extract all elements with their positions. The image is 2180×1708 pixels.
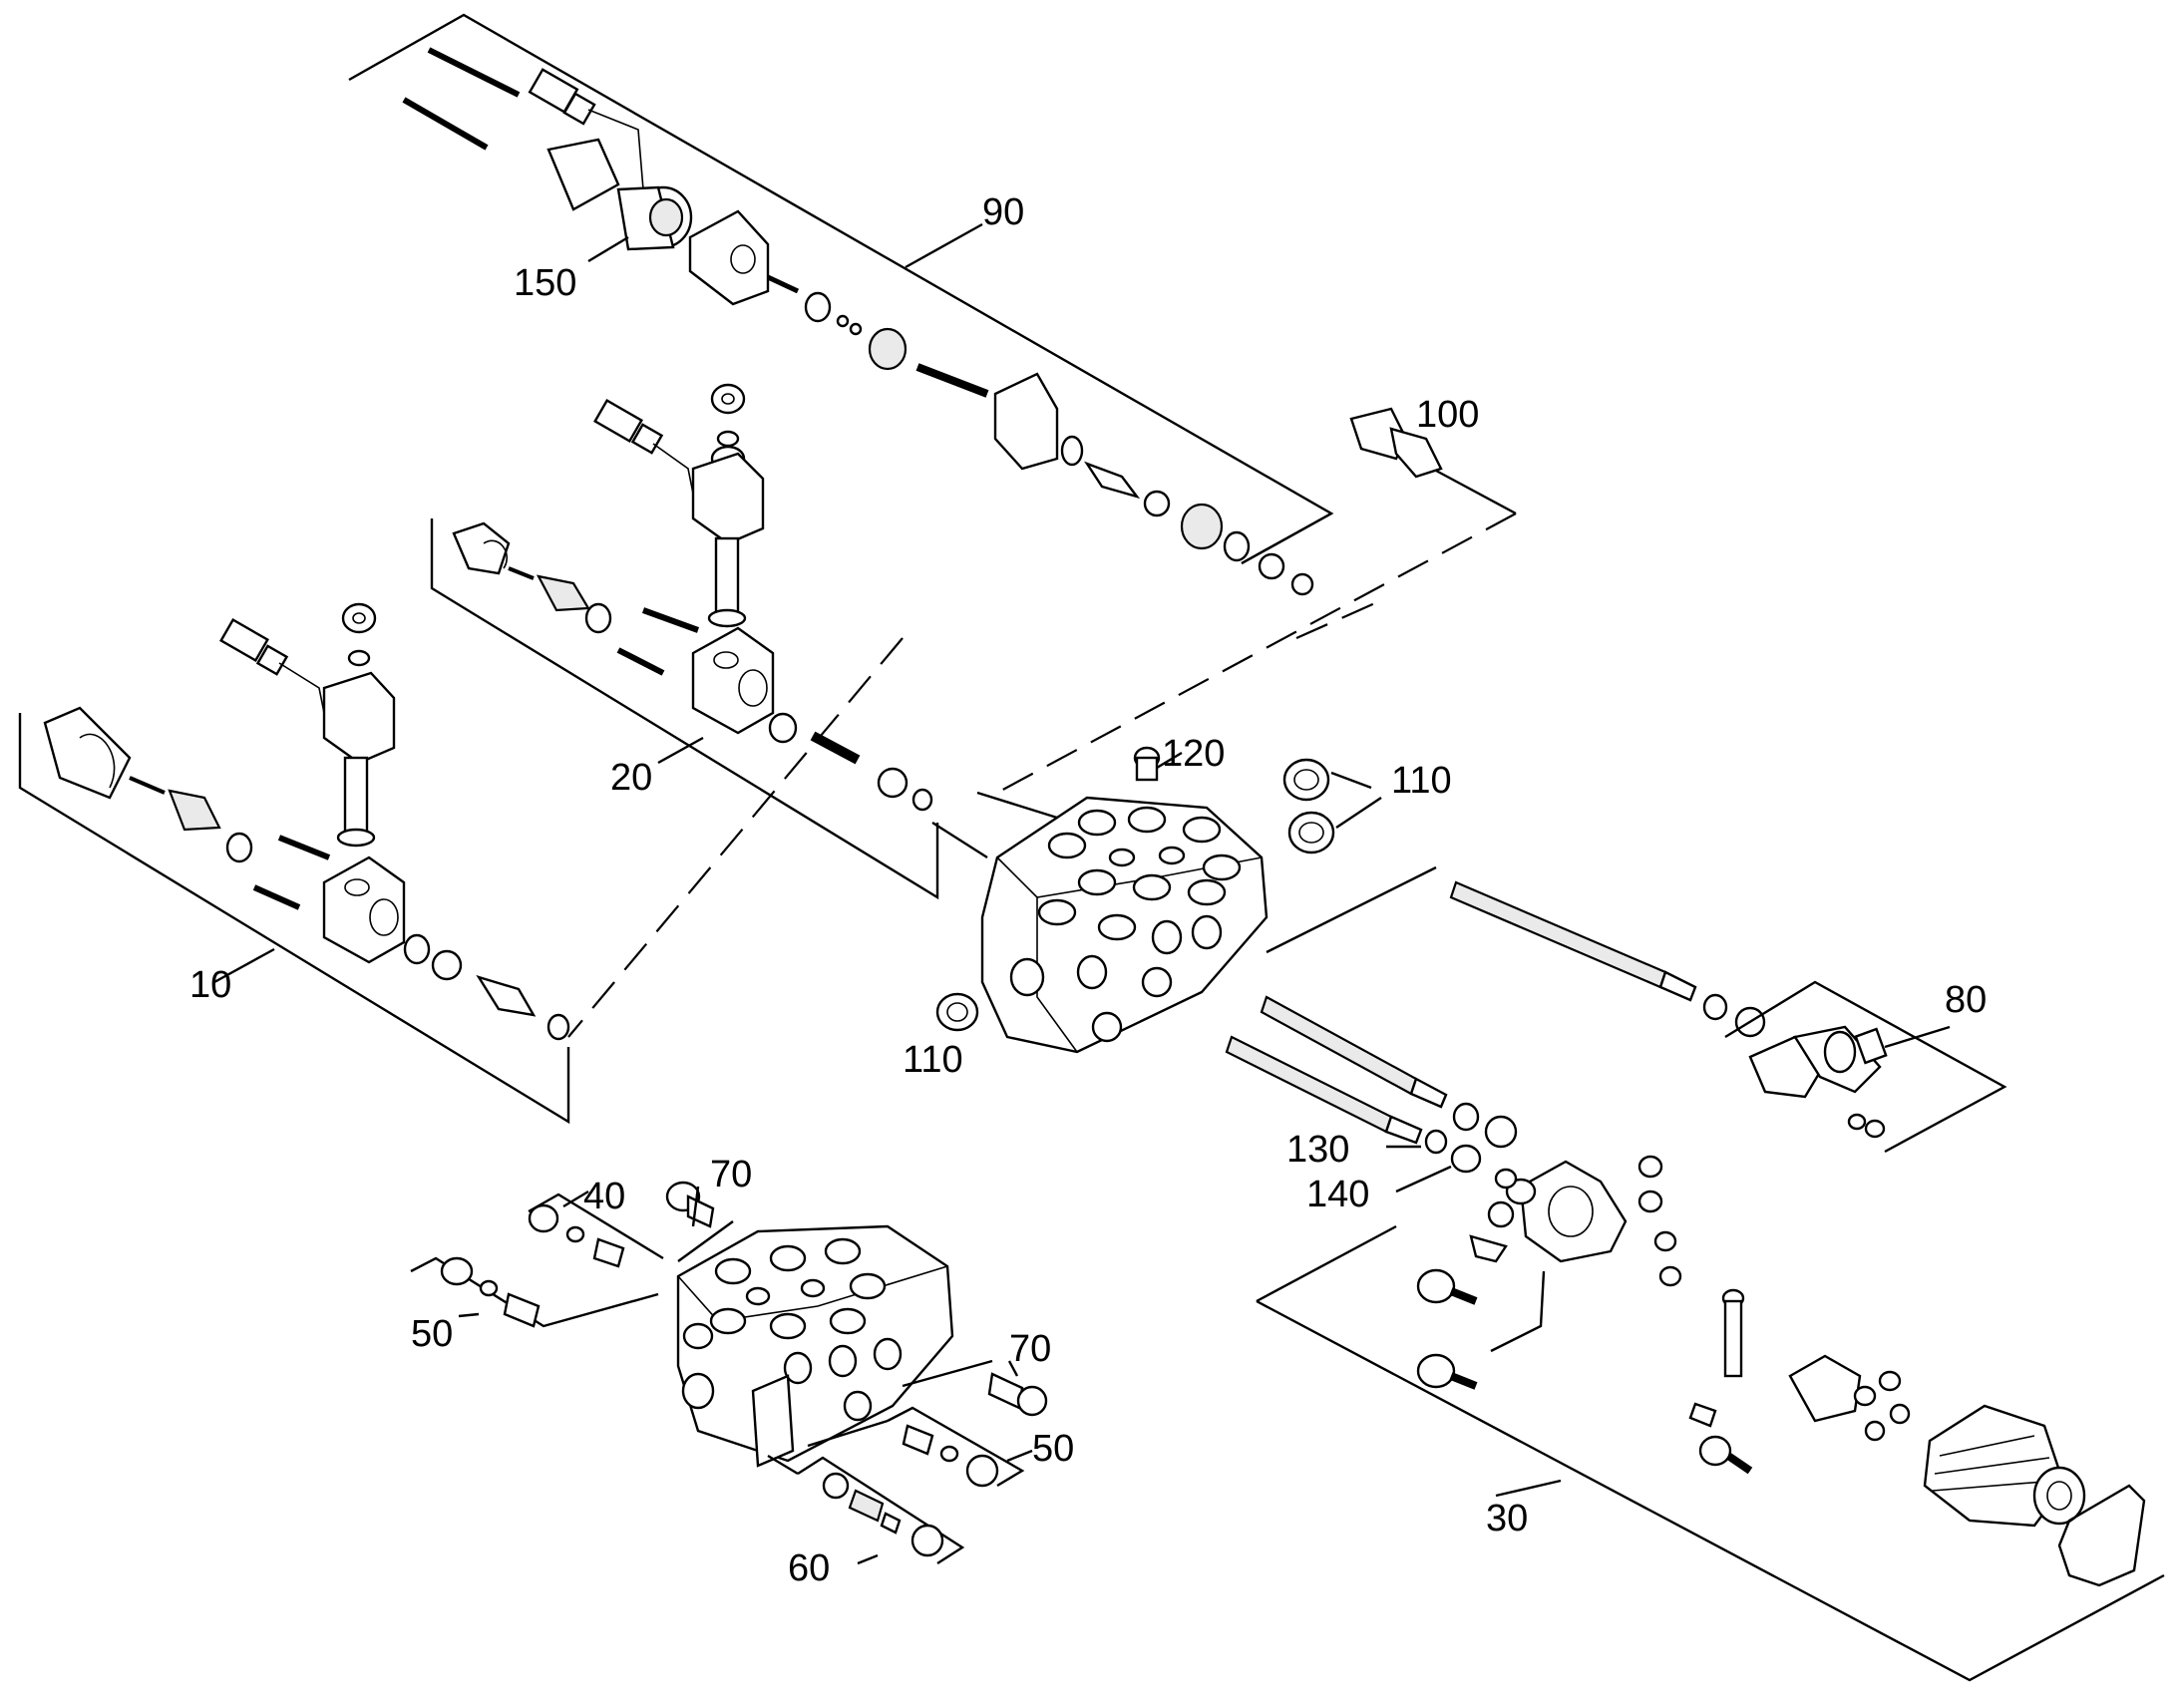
callout-100: 100 [1416,394,1479,436]
callout-20: 20 [610,757,652,799]
assembly-60: 60 [767,1454,965,1589]
callout-30: 30 [1486,1498,1528,1539]
assembly-20: 20 [430,383,939,900]
assembly-90: 90 150 [348,13,1334,596]
part-70-top: 70 [665,1154,752,1262]
callout-50-right: 50 [1032,1428,1074,1470]
callout-40: 40 [583,1176,625,1217]
callout-80: 80 [1945,979,1987,1021]
assembly-40: 40 [528,1176,664,1268]
part-110: 110 110 [903,758,1452,1081]
callout-10: 10 [189,964,231,1006]
callout-60: 60 [788,1547,830,1589]
part-120: 120 [1133,733,1225,782]
assembly-80: 80 [1724,979,2007,1154]
secondary-valve-body [676,1224,954,1468]
callout-70-top: 70 [710,1154,752,1196]
assembly-50-left: 50 [410,1256,659,1355]
assembly-50-right: 50 [807,1406,1074,1488]
assembly-30: 30 [1256,1155,2165,1682]
callout-110-top: 110 [1391,760,1452,802]
callout-110-bottom: 110 [903,1039,963,1081]
callout-70-right: 70 [1009,1328,1051,1370]
main-valve-body [931,791,1437,1054]
valve-ports [1009,806,1242,1043]
callout-130: 130 [1286,1129,1349,1171]
callout-120: 120 [1162,733,1225,775]
callout-50-left: 50 [411,1313,453,1355]
part-70-right: 70 [902,1328,1051,1417]
spools: 130 140 [1225,880,1766,1215]
assembly-10: 10 [18,602,570,1125]
callout-140: 140 [1306,1174,1369,1215]
callout-150: 150 [514,262,576,304]
callout-90: 90 [982,191,1024,233]
part-100: 100 [1349,394,1517,515]
